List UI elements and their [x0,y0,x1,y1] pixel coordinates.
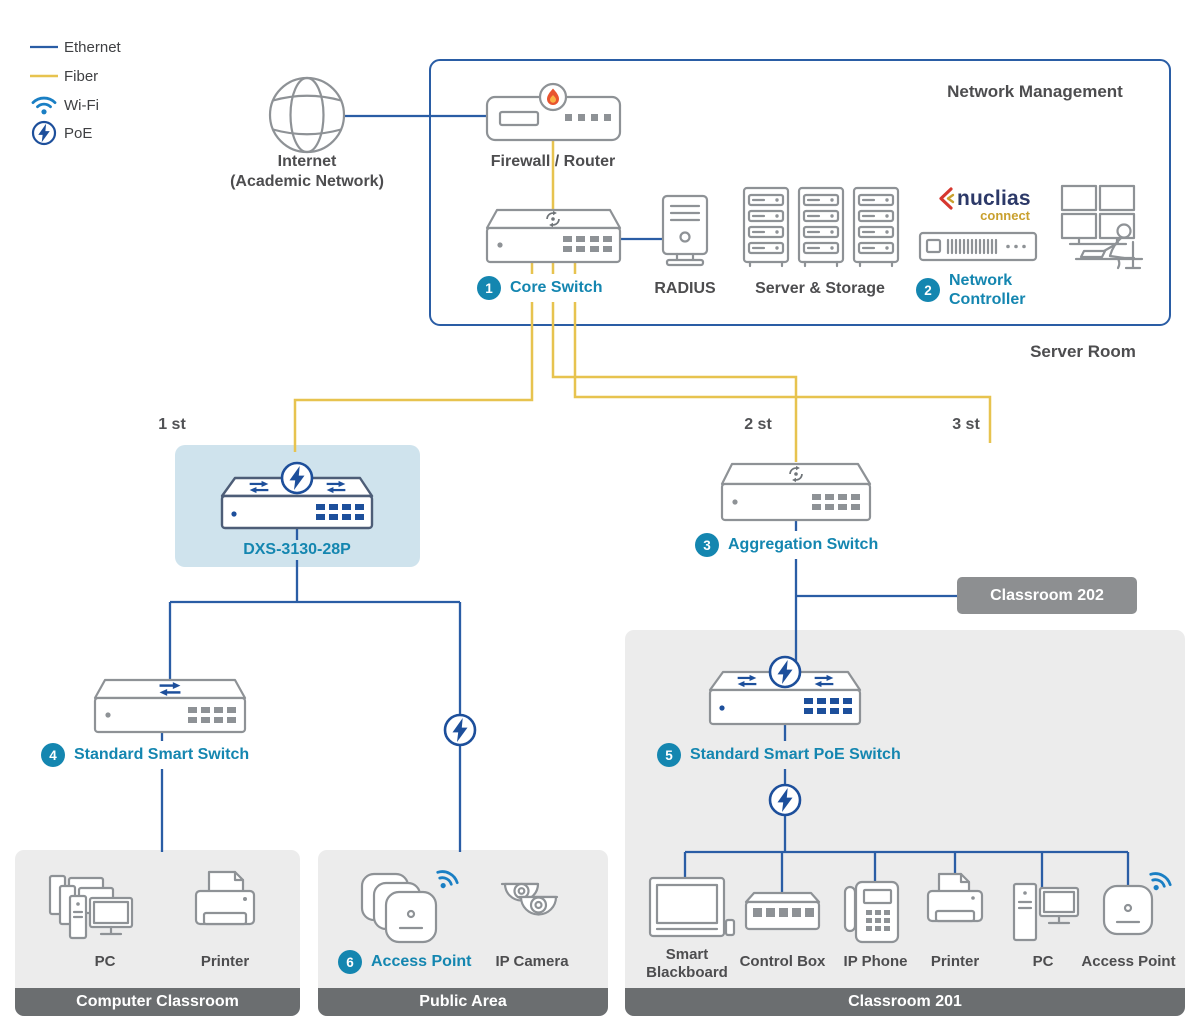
core-switch-icon [485,208,622,264]
number-badge-4: 4 [41,743,65,767]
standard-smart-switch-label: 4 Standard Smart Switch [36,741,255,769]
standard-smart-switch-icon [93,678,247,734]
firewall-router-icon [485,82,622,142]
devices-layer [30,45,1174,944]
access-point-label: 6 Access Point [338,950,471,974]
standard-smart-poe-switch-label: 5 Standard Smart PoE Switch [652,741,906,769]
nuclias-brand: nuclias [957,186,1031,210]
internet-globe-icon [268,76,346,154]
internet-label-line2: (Academic Network) [230,173,384,190]
poe-badge-icon [770,657,800,687]
network-controller-label: 2 Network Controller [916,271,1025,309]
floor-3-label: 3 st [952,416,980,433]
ip-phone-label: IP Phone [843,953,908,970]
controller-label-line1: Network [949,272,1013,289]
poe-icon [31,120,57,146]
firewall-label: Firewall / Router [490,153,616,170]
number-badge-5: 5 [657,743,681,767]
core-switch-label: 1 Core Switch [472,274,608,302]
poe-line-icon [445,715,475,745]
ip-camera-icon [500,882,559,916]
wifi-icon [31,96,57,116]
number-badge-2: 2 [916,278,940,302]
floor-1-label: 1 st [158,416,186,433]
access-point-group-icon [360,866,461,944]
access-point-icon [1102,868,1174,936]
classroom-202-badge: Classroom 202 [957,577,1137,614]
pc-icon [1012,882,1080,942]
lines-layer [160,114,1130,900]
printer2-icon [926,872,984,923]
number-badge-6: 6 [338,950,362,974]
internet-label: Internet (Academic Network) [187,152,427,192]
nuclias-logo: nuclias connect [936,186,1032,223]
control-box-icon [744,891,821,931]
dxs-label: DXS-3130-28P [202,540,392,560]
server-storage-icon [742,186,900,268]
nuclias-chevron-icon [939,187,955,210]
c201-access-point-label: Access Point [1081,953,1176,970]
ip-camera-label: IP Camera [495,953,569,970]
network-controller-icon [918,231,1038,262]
control-box-label: Control Box [739,953,826,970]
smart-blackboard-label: Smart Blackboard [646,946,728,981]
computer-classroom-banner: Computer Classroom [15,988,300,1016]
admin-workstation-icon [1060,184,1144,270]
floor-2-label: 2 st [744,416,772,433]
c201-printer-label: Printer [930,953,980,970]
ip-phone-icon [843,880,900,944]
person-icon [1116,223,1132,239]
dxs-3130-switch-icon [220,463,374,530]
internet-label-line1: Internet [277,153,337,170]
standard-smart-poe-switch-icon [708,657,862,726]
number-badge-1: 1 [477,276,501,300]
nuclias-sub: connect [980,208,1030,223]
fiber-core-dxs [293,262,534,452]
server-room-caption: Server Room [1030,342,1136,361]
radius-label: RADIUS [654,280,716,297]
aggregation-switch-icon [720,462,872,522]
fiber-core-aggregation [551,262,798,462]
pc-group-icon [48,874,134,940]
legend-wifi-label: Wi-Fi [64,97,99,114]
smart-blackboard-icon [648,876,736,938]
c201-pc-label: PC [1032,953,1054,970]
number-badge-3: 3 [695,533,719,557]
printer-icon [194,870,256,926]
servers-label: Server & Storage [755,280,885,297]
public-area-banner: Public Area [318,988,608,1016]
cc-printer-label: Printer [200,953,250,970]
poe-badge-icon [282,463,312,493]
cc-pc-label: PC [94,953,116,970]
controller-label-line2: Controller [949,291,1026,308]
legend-poe-label: PoE [64,125,93,142]
legend-ethernet-label: Ethernet [64,39,121,56]
aggregation-switch-label: 3 Aggregation Switch [690,531,884,559]
fiber-core-third-floor [573,262,992,443]
network-management-title: Network Management [947,82,1123,101]
poe-line-icon [770,785,800,815]
legend-fiber-label: Fiber [64,68,99,85]
classroom-201-banner: Classroom 201 [625,988,1185,1016]
ethernet-dxs-downlinks [168,528,462,852]
radius-server-icon [661,194,709,267]
